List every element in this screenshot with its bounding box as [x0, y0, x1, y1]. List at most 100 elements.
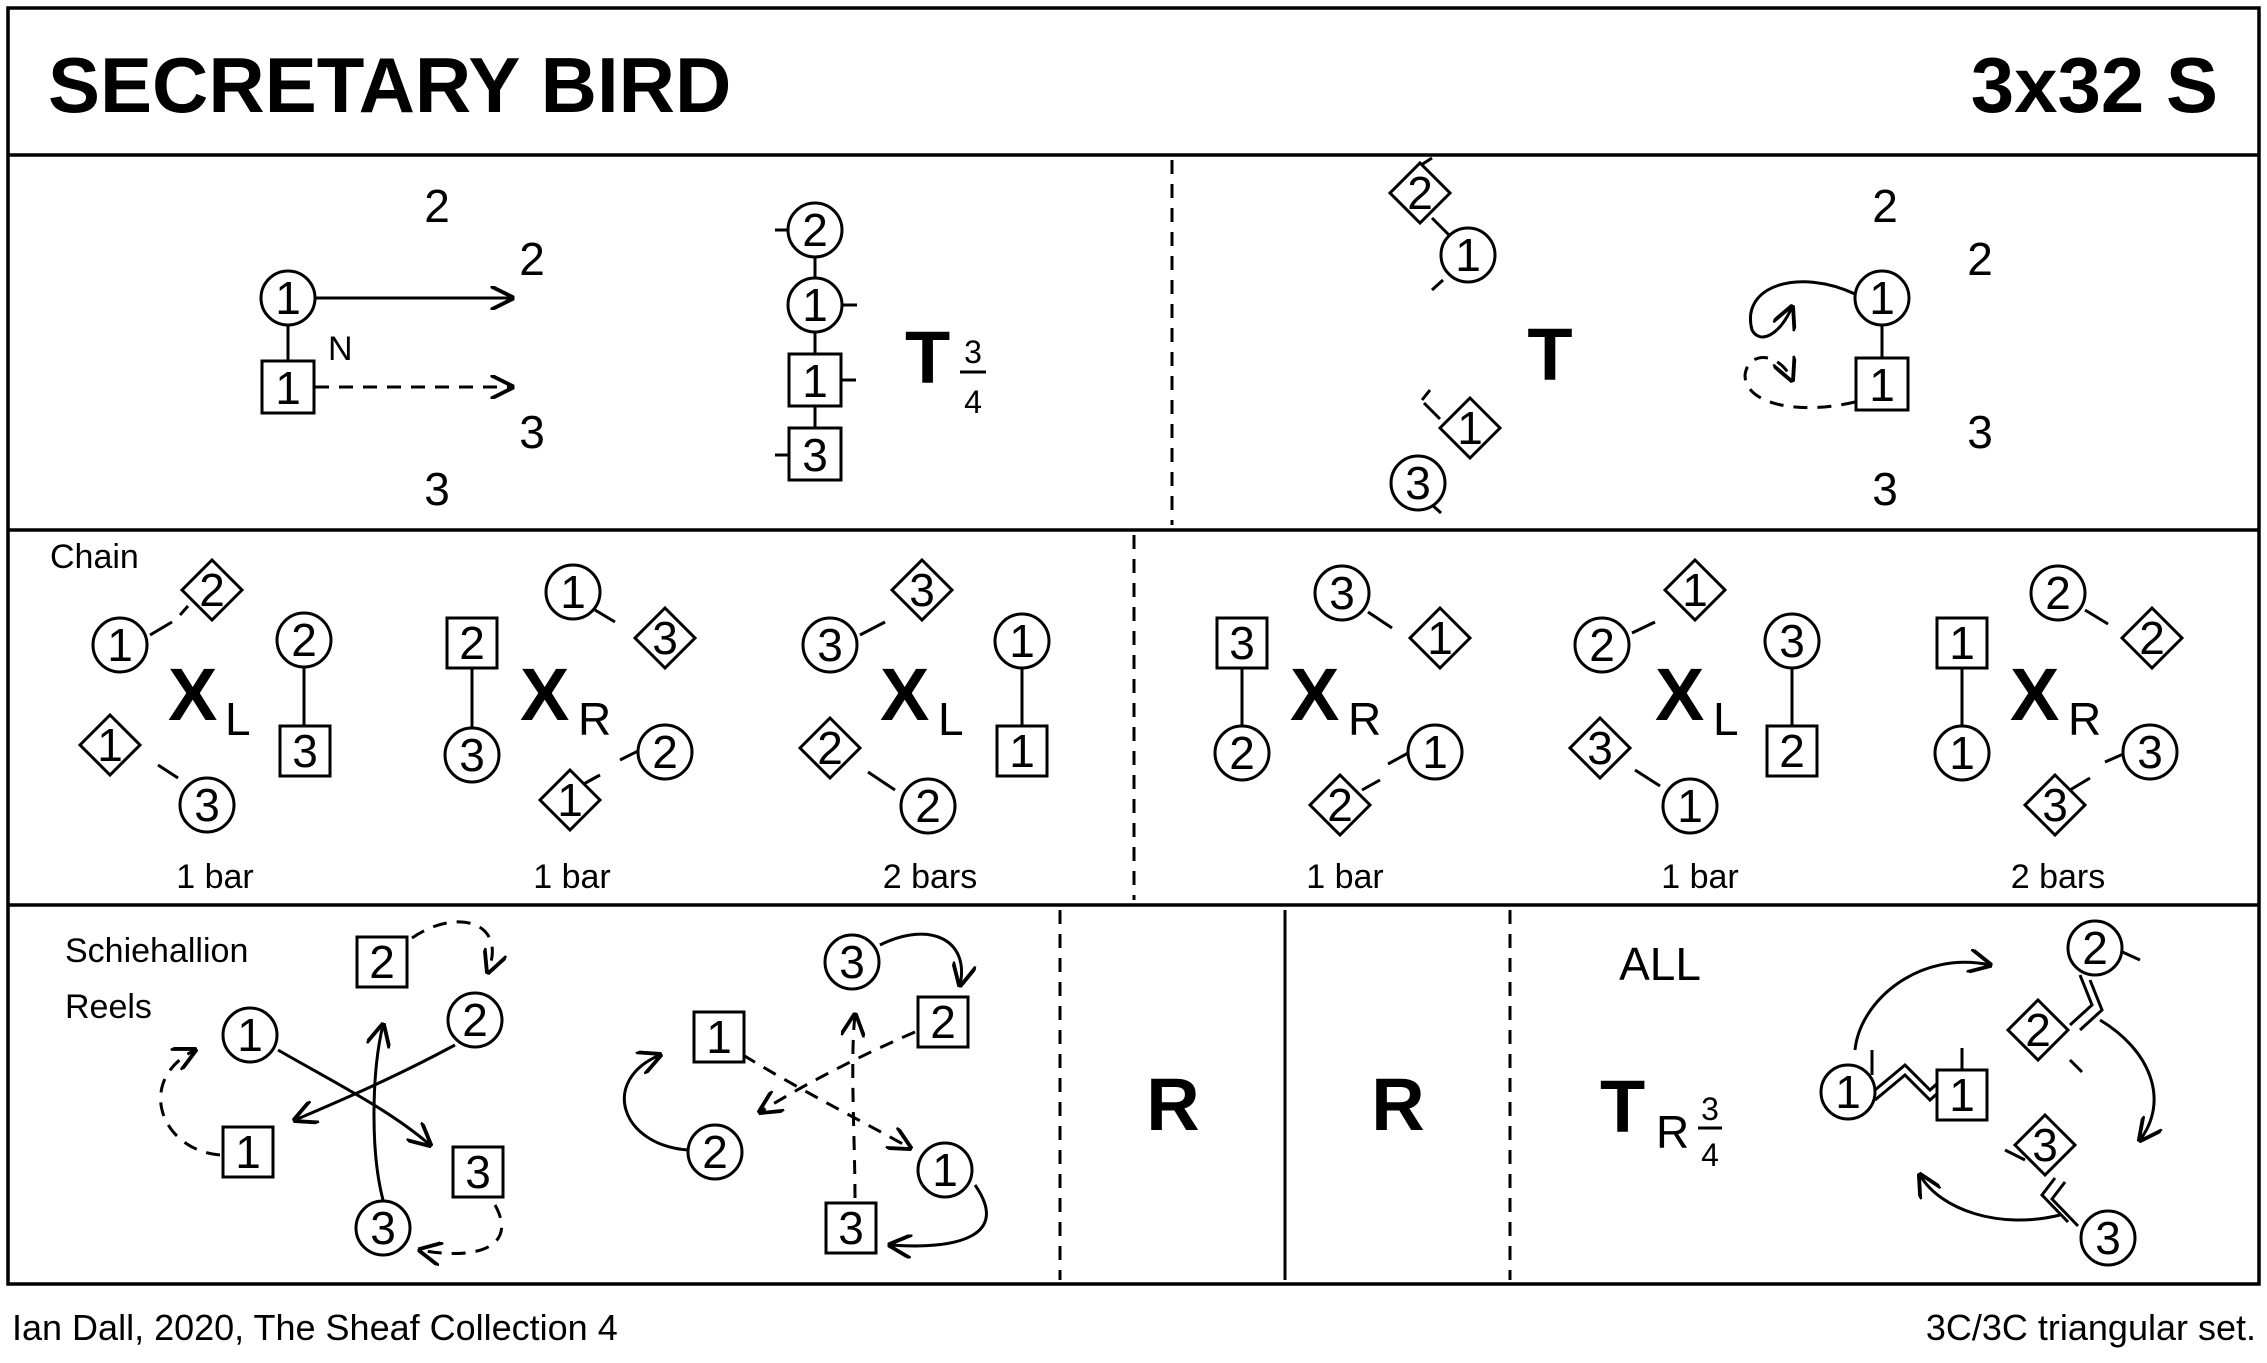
- svg-text:2: 2: [369, 936, 395, 988]
- man-symbol: [1763, 612, 1821, 670]
- svg-text:1: 1: [1677, 780, 1703, 832]
- schiehallion-reel-b: 3 2 1 2 1 3: [622, 932, 988, 1255]
- figure-cross: X: [168, 653, 217, 736]
- figure-cross: X: [2010, 653, 2059, 736]
- svg-text:2: 2: [915, 780, 941, 832]
- woman-symbol: [260, 359, 316, 415]
- man-symbol: [1933, 724, 1991, 782]
- man-symbol: [916, 1141, 974, 1199]
- svg-text:2: 2: [652, 726, 678, 778]
- chain-group: 2 1 3 2 1 3 X L 1 bar: [1567, 557, 1821, 896]
- figure-turn: T: [905, 316, 950, 399]
- man-symbol: [1406, 723, 1464, 781]
- svg-text:1: 1: [97, 719, 123, 771]
- man-symbol: [786, 201, 844, 259]
- svg-text:R: R: [2068, 693, 2101, 745]
- svg-text:3: 3: [1329, 567, 1355, 619]
- bars-label: 1 bar: [533, 858, 611, 896]
- svg-text:L: L: [225, 693, 251, 745]
- svg-text:2: 2: [2025, 1004, 2051, 1056]
- man-symbol: [275, 611, 333, 669]
- svg-text:3: 3: [1779, 615, 1805, 667]
- svg-text:3: 3: [370, 1202, 396, 1254]
- man-symbol: [993, 612, 1051, 670]
- figure-cross: X: [520, 653, 569, 736]
- woman-symbol: [278, 724, 332, 778]
- svg-text:1: 1: [802, 355, 828, 407]
- svg-text:1: 1: [1949, 727, 1975, 779]
- chain-group: 1 2 2 3 3 1 X L 1 bar: [77, 557, 333, 896]
- chain-group: 1 2 2 3 3 1 X R 2 bars: [1933, 564, 2185, 896]
- dancer-number: 1: [275, 272, 301, 324]
- woman-symbol: [889, 557, 955, 623]
- svg-text:3: 3: [1587, 722, 1613, 774]
- svg-text:1: 1: [237, 1009, 263, 1061]
- position-label: 3: [424, 463, 450, 515]
- chain-group: 3 3 1 1 2 2 X R 1 bar: [1213, 564, 1473, 896]
- woman-symbol: [1765, 724, 1819, 778]
- bars-label: 2 bars: [2011, 858, 2106, 896]
- man-symbol: [1573, 616, 1631, 674]
- svg-text:R: R: [1656, 1106, 1689, 1158]
- svg-text:3: 3: [964, 334, 982, 370]
- man-symbol: [2121, 723, 2179, 781]
- figure-cross: X: [1290, 653, 1339, 736]
- svg-text:2: 2: [462, 994, 488, 1046]
- credit: Ian Dall, 2020, The Sheaf Collection 4: [12, 1307, 618, 1348]
- svg-text:3: 3: [459, 729, 485, 781]
- svg-text:2: 2: [1407, 167, 1433, 219]
- woman-symbol: [355, 935, 409, 989]
- svg-text:3: 3: [2042, 779, 2068, 831]
- svg-text:2: 2: [802, 204, 828, 256]
- svg-text:2: 2: [1589, 619, 1615, 671]
- svg-text:3: 3: [2032, 1119, 2058, 1171]
- man-symbol: [636, 723, 694, 781]
- woman-symbol: [787, 426, 843, 482]
- bars-label: 2 bars: [883, 858, 978, 896]
- man-symbol: [1819, 1063, 1877, 1121]
- svg-text:3: 3: [817, 619, 843, 671]
- woman-symbol: [1307, 772, 1373, 838]
- svg-text:1: 1: [1427, 612, 1453, 664]
- svg-text:2: 2: [702, 1126, 728, 1178]
- chain-label: Chain: [50, 538, 139, 576]
- svg-text:2: 2: [817, 722, 843, 774]
- svg-text:1: 1: [1869, 272, 1895, 324]
- svg-text:2: 2: [2082, 922, 2108, 974]
- svg-text:R: R: [578, 693, 611, 745]
- svg-text:3: 3: [2095, 1212, 2121, 1264]
- woman-symbol: [692, 1010, 746, 1064]
- svg-text:3: 3: [909, 564, 935, 616]
- svg-text:L: L: [938, 693, 964, 745]
- svg-text:3: 3: [465, 1146, 491, 1198]
- woman-symbol: [1935, 1068, 1989, 1122]
- dancer-number: 1: [275, 362, 301, 414]
- svg-text:2: 2: [2045, 567, 2071, 619]
- bars-1-8-panel-b: 2 1 1 3 T 3 4: [775, 201, 986, 482]
- chain-group: 3 3 1 1 2 2 X L 2 bars: [797, 557, 1051, 896]
- woman-symbol: [2119, 605, 2185, 671]
- woman-symbol: [995, 724, 1049, 778]
- man-symbol: [443, 726, 501, 784]
- svg-text:L: L: [1713, 693, 1739, 745]
- nearer-hands-note: N: [328, 330, 353, 368]
- reels-label-line2: Reels: [65, 988, 152, 1026]
- man-symbol: [1853, 269, 1911, 327]
- man-symbol: [801, 616, 859, 674]
- woman-symbol: [824, 1201, 878, 1255]
- woman-symbol: [221, 1125, 275, 1179]
- bars-1-8-panel-d: 2 2 3 3 1 1: [1743, 180, 1993, 515]
- bars-1-8-panel-a: 2 2 3 3 1 1 N: [259, 180, 545, 515]
- svg-text:2: 2: [930, 996, 956, 1048]
- man-symbol: [1661, 777, 1719, 835]
- svg-text:3: 3: [1872, 463, 1898, 515]
- svg-text:4: 4: [964, 384, 982, 420]
- position-label: 2: [424, 180, 450, 232]
- svg-text:1: 1: [560, 566, 586, 618]
- man-symbol: [2029, 564, 2087, 622]
- woman-symbol: [445, 616, 499, 670]
- man-symbol: [544, 563, 602, 621]
- man-symbol: [899, 777, 957, 835]
- woman-symbol: [2022, 772, 2088, 838]
- svg-text:2: 2: [2139, 612, 2165, 664]
